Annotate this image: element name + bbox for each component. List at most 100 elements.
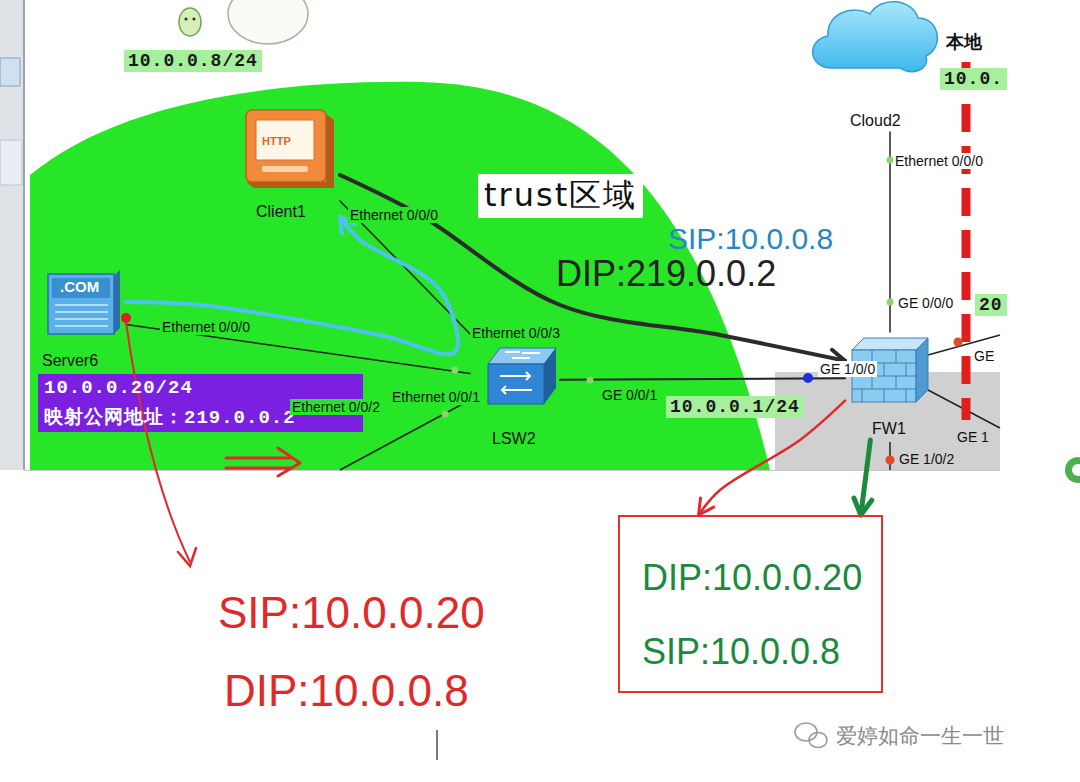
screenshot-edge: [24, 470, 1000, 471]
toolbar-strip: [0, 58, 20, 86]
firewall-icon: [884, 389, 885, 402]
port-dot: [887, 299, 894, 306]
ip-tag: 10.0.0.8/24: [124, 50, 262, 72]
address-note: SIP:10.0.0.8: [642, 631, 840, 673]
handwritten-note: DIP:10.0.0.8: [224, 666, 469, 716]
device-name-slot: Client1: [256, 203, 306, 221]
firewall-icon: [852, 338, 928, 350]
port-name-slot: GE 1/0/2: [897, 450, 956, 468]
dashed-boundary: [962, 62, 971, 420]
port-dot: [121, 313, 131, 323]
device-name: FW1: [872, 420, 906, 438]
translation-box: DIP:10.0.0.20SIP:10.0.0.8: [618, 515, 883, 693]
switch-device: LSW2: [470, 338, 560, 452]
ip-address: 10.0.0.20/24: [44, 377, 193, 399]
watermark-slot: 爱婷如命一生一世: [836, 722, 1004, 750]
switch-icon: [500, 352, 540, 394]
port-name-slot: Ethernet 0/0/3: [470, 324, 562, 342]
handwritten-note-slot: DIP:10.0.0.8: [224, 666, 469, 716]
port-name: GE 1/0/2: [897, 451, 956, 467]
ip-tag-slot: 10.0.0.1/24: [666, 396, 804, 418]
port-name: Ethernet 0/0/3: [470, 325, 562, 341]
port-dot: [803, 373, 813, 383]
firewall-device: FW1: [845, 332, 935, 440]
watermark: 爱婷如命一生一世: [836, 722, 1004, 750]
wechat-icon: [795, 723, 817, 741]
public-mapping-slot: 映射公网地址：219.0.0.2: [44, 404, 296, 430]
handwritten-note-slot: SIP:10.0.0.20: [218, 588, 485, 638]
server-icon: [48, 274, 114, 334]
server-icon: [48, 270, 120, 334]
switch-icon: [488, 348, 556, 404]
port-name-slot: GE 0/0/0: [896, 294, 955, 312]
server-icon: [52, 278, 110, 298]
toolbar-strip: [0, 0, 24, 470]
handwritten-note: DIP:219.0.0.2: [556, 253, 776, 295]
port-name: Ethernet 0/0/0: [348, 207, 440, 223]
port-name-slot: Ethernet 0/0/2: [290, 398, 382, 416]
icon-text-slot: HTTP: [262, 131, 291, 149]
icon-text: .COM: [60, 278, 99, 295]
cloud-device: Cloud2: [808, 0, 938, 132]
port-name: Ethernet 0/0/1: [390, 389, 482, 405]
server-device: .COM Server6: [38, 266, 126, 372]
firewall-icon: [872, 376, 873, 389]
port-name: GE 0/0/1: [600, 387, 659, 403]
zone-title: trust区域: [478, 174, 643, 218]
icon-text: HTTP: [262, 135, 291, 147]
handwritten-note-slot: SIP:10.0.0.8: [668, 222, 833, 256]
port-name: Ethernet 0/0/2: [290, 399, 382, 415]
server-icon: [55, 325, 108, 327]
firewall-icon: [862, 389, 863, 402]
cartoon-sticker: [179, 0, 308, 44]
ip-tag: 10.0.0.1/24: [666, 396, 804, 418]
port-name: GE 1/0/0: [818, 361, 877, 377]
ip-tag-slot: 10.0.0.8/24: [124, 50, 262, 72]
client-device: HTTP Client1: [240, 105, 340, 223]
port-name: GE 1: [955, 429, 991, 445]
device-name: Cloud2: [850, 112, 901, 130]
address-note-slot: DIP:10.0.0.20: [642, 557, 862, 599]
server-icon: [55, 318, 108, 320]
port-name: GE 0/0/0: [896, 295, 955, 311]
cartoon-sticker: [228, 0, 308, 44]
zone-title-slot: trust区域: [478, 174, 643, 218]
server-icon: [55, 311, 108, 313]
port-name-slot: GE: [972, 347, 996, 365]
ip-tag-slot: 20: [975, 294, 1007, 316]
handwritten-note: SIP:10.0.0.8: [668, 222, 833, 256]
port-dot: [587, 377, 594, 384]
client-icon: [246, 110, 326, 182]
cartoon-sticker: [179, 8, 201, 36]
cloud-caption: 本地: [946, 30, 982, 54]
port-dot: [442, 411, 449, 418]
ip-tag-slot: 10.0.: [940, 68, 1007, 90]
port-name: GE: [972, 348, 996, 364]
switch-icon: [505, 352, 540, 358]
cloud-icon: [813, 2, 938, 72]
client-icon: [246, 110, 334, 188]
round-button: [1065, 457, 1080, 483]
port-dot: [886, 456, 895, 465]
handwritten-note-slot: DIP:219.0.0.2: [556, 253, 776, 295]
ip-tag: 20: [975, 294, 1007, 316]
handwritten-note: SIP:10.0.0.20: [218, 588, 485, 638]
port-name-slot: Ethernet 0/0/0: [893, 152, 985, 170]
device-name-slot: LSW2: [492, 430, 536, 448]
firewall-icon: [896, 350, 897, 363]
port-name: Ethernet 0/0/0: [893, 153, 985, 169]
round-button: [1065, 457, 1080, 483]
public-mapping: 映射公网地址：219.0.0.2: [44, 404, 296, 430]
device-name: Client1: [256, 203, 306, 221]
port-name-slot: GE 1: [955, 428, 991, 446]
text-cursor: [436, 730, 437, 760]
cartoon-sticker: [192, 17, 195, 20]
client-icon: [256, 120, 314, 160]
ip-tag: 10.0.: [940, 68, 1007, 90]
wechat-icon: [795, 723, 827, 748]
port-name: Ethernet 0/0/0: [160, 319, 252, 335]
firewall-icon: [916, 338, 928, 402]
device-name: Server6: [42, 352, 98, 370]
